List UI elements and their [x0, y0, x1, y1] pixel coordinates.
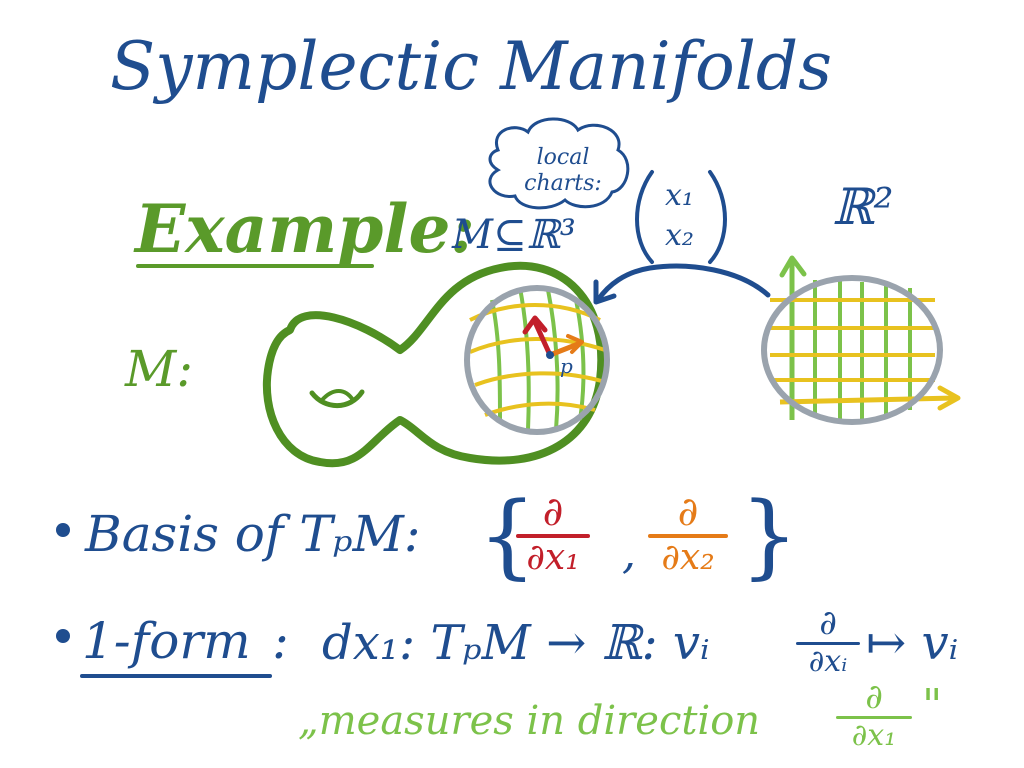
local-charts-note: local charts: — [524, 145, 602, 196]
one-form-label: 1-form — [82, 612, 251, 670]
basis-vector-orange-icon — [547, 341, 581, 358]
basis-close-brace: } — [740, 482, 799, 589]
note-cloud-icon — [488, 117, 630, 210]
basis-vector-red-icon — [532, 319, 553, 358]
coords-open-paren — [635, 170, 654, 264]
basis-derivative-1: ∂ ∂x₁ — [516, 492, 590, 576]
chart-map-arrow — [595, 263, 771, 303]
measures-frac-denominator: ∂x₁ — [851, 718, 897, 753]
manifold-outline — [262, 261, 606, 468]
one-form-expression: dx₁: TₚM → ℝ: vᵢ — [322, 615, 710, 671]
basis-derivative-2: ∂ ∂x₂ — [648, 492, 728, 576]
measures-frac-numerator: ∂ — [865, 677, 883, 717]
bullet-basis — [56, 523, 70, 537]
basis-d2-numerator: ∂ — [677, 489, 699, 535]
one-form-colon: : — [272, 612, 289, 670]
measures-close-quote: " — [922, 680, 943, 731]
one-form-frac-denominator: ∂xᵢ — [808, 644, 848, 679]
one-form-frac-numerator: ∂ — [819, 603, 837, 643]
one-form-maps-to: ↦ vᵢ — [866, 615, 959, 671]
chart-coord-x1: x₁ — [665, 178, 694, 213]
rn-label: ℝ² — [832, 178, 894, 236]
chart-patch-on-manifold — [464, 285, 610, 435]
basis-d2-denominator: ∂x₂ — [661, 537, 715, 578]
manifold-label: M: — [125, 340, 194, 398]
basis-d1-numerator: ∂ — [542, 489, 564, 535]
point-label: p — [560, 354, 573, 378]
chart-disk-r2 — [761, 255, 961, 425]
example-label: Example: — [135, 190, 475, 268]
chart-coord-x2: x₂ — [665, 218, 694, 253]
basis-prefix: Basis of TₚM: — [85, 505, 421, 563]
manifold-subset-label: M⊆ℝ³ — [452, 212, 576, 258]
measures-derivative: ∂ ∂x₁ — [836, 680, 912, 751]
measures-text: „measures in direction — [298, 698, 761, 744]
manifold-hole-icon — [309, 389, 365, 409]
page-title: Symplectic Manifolds — [110, 28, 832, 105]
one-form-derivative: ∂ ∂xᵢ — [796, 606, 860, 677]
bullet-one-form — [56, 629, 70, 643]
basis-d1-denominator: ∂x₁ — [526, 537, 580, 578]
basis-comma: , — [622, 528, 636, 579]
coords-close-paren — [708, 170, 727, 264]
